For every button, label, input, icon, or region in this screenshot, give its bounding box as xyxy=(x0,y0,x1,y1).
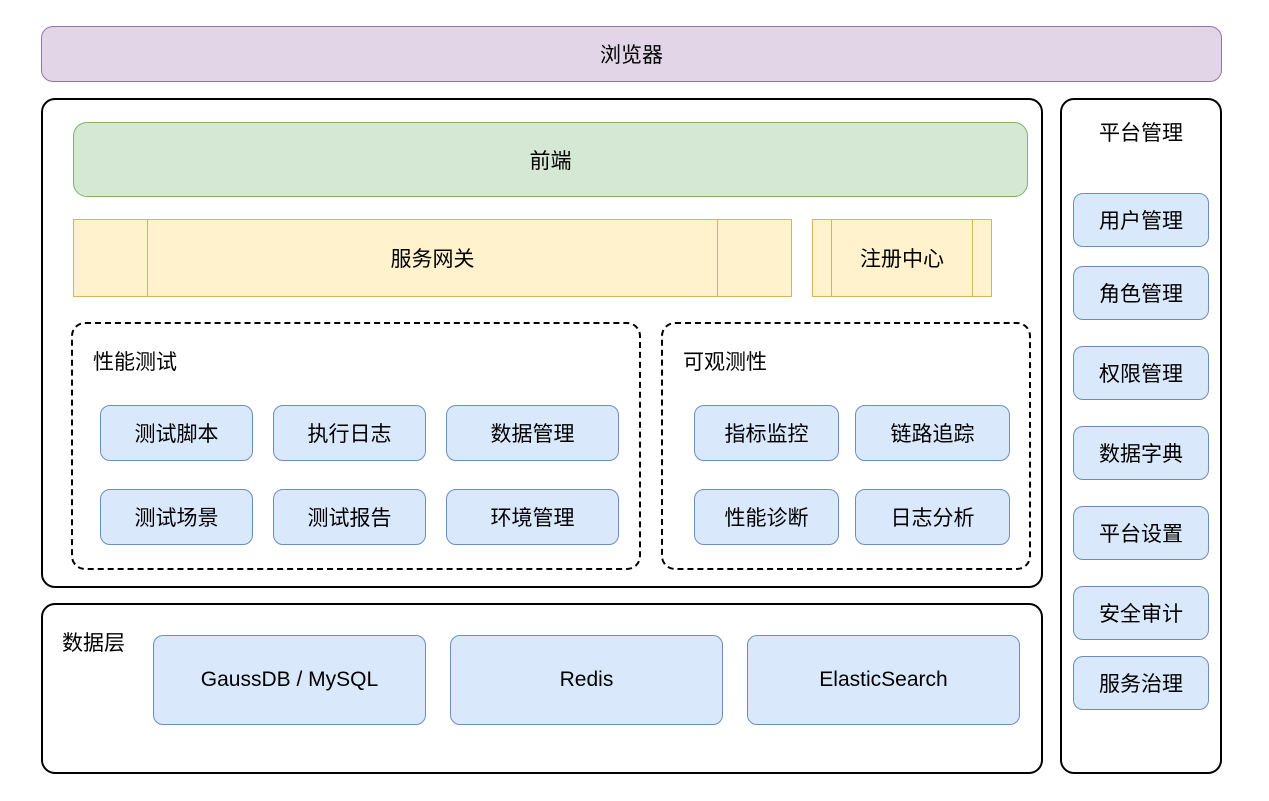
sidebar-item-data-dictionary[interactable]: 数据字典 xyxy=(1073,426,1209,480)
datastore-gaussdb-mysql[interactable]: GaussDB / MySQL xyxy=(153,635,426,725)
browser-label: 浏览器 xyxy=(600,44,663,67)
sidebar-item-label: 平台设置 xyxy=(1099,523,1183,546)
service-gateway-box[interactable]: 服务网关 xyxy=(73,219,792,297)
sidebar-item-label: 安全审计 xyxy=(1099,603,1183,626)
service-gateway-label: 服务网关 xyxy=(390,248,475,271)
frontend-label: 前端 xyxy=(529,149,572,173)
group-observability-title: 可观测性 xyxy=(683,351,767,374)
chip-label: 测试报告 xyxy=(307,507,392,530)
process-inset-line-right xyxy=(717,220,718,296)
sidebar-item-role-management[interactable]: 角色管理 xyxy=(1073,266,1209,320)
sidebar-item-user-management[interactable]: 用户管理 xyxy=(1073,193,1209,247)
registry-center-label: 注册中心 xyxy=(860,248,944,271)
datastore-label: Redis xyxy=(559,668,614,691)
datastore-label: GaussDB / MySQL xyxy=(200,668,379,691)
data-layer-label: 数据层 xyxy=(62,632,125,655)
chip-execution-log[interactable]: 执行日志 xyxy=(273,405,426,461)
chip-test-scenario[interactable]: 测试场景 xyxy=(100,489,253,545)
chip-test-report[interactable]: 测试报告 xyxy=(273,489,426,545)
chip-metric-monitoring[interactable]: 指标监控 xyxy=(694,405,839,461)
sidebar-item-security-audit[interactable]: 安全审计 xyxy=(1073,586,1209,640)
sidebar-item-label: 服务治理 xyxy=(1099,673,1183,696)
chip-log-analysis[interactable]: 日志分析 xyxy=(855,489,1010,545)
sidebar-item-label: 用户管理 xyxy=(1099,210,1183,233)
chip-label: 指标监控 xyxy=(724,423,809,446)
datastore-elasticsearch[interactable]: ElasticSearch xyxy=(747,635,1020,725)
chip-label: 执行日志 xyxy=(307,423,392,446)
chip-label: 日志分析 xyxy=(890,507,975,530)
frontend-box[interactable]: 前端 xyxy=(73,122,1028,197)
browser-bar[interactable]: 浏览器 xyxy=(41,26,1222,82)
chip-label: 性能诊断 xyxy=(724,507,809,530)
sidebar-item-label: 权限管理 xyxy=(1099,363,1183,386)
datastore-redis[interactable]: Redis xyxy=(450,635,723,725)
chip-environment-management[interactable]: 环境管理 xyxy=(446,489,619,545)
chip-performance-diagnosis[interactable]: 性能诊断 xyxy=(694,489,839,545)
chip-data-management[interactable]: 数据管理 xyxy=(446,405,619,461)
process-inset-line-left xyxy=(831,220,832,296)
chip-label: 测试场景 xyxy=(134,507,219,530)
process-inset-line-right xyxy=(972,220,973,296)
chip-label: 测试脚本 xyxy=(134,423,219,446)
registry-center-box[interactable]: 注册中心 xyxy=(812,219,992,297)
sidebar-item-label: 数据字典 xyxy=(1099,443,1183,466)
chip-test-script[interactable]: 测试脚本 xyxy=(100,405,253,461)
sidebar-item-platform-settings[interactable]: 平台设置 xyxy=(1073,506,1209,560)
sidebar-item-permission-management[interactable]: 权限管理 xyxy=(1073,346,1209,400)
chip-trace-tracking[interactable]: 链路追踪 xyxy=(855,405,1010,461)
group-performance-testing-title: 性能测试 xyxy=(93,351,177,374)
process-inset-line-left xyxy=(147,220,148,296)
chip-label: 环境管理 xyxy=(490,507,575,530)
platform-management-title: 平台管理 xyxy=(1099,122,1183,145)
chip-label: 数据管理 xyxy=(490,423,575,446)
datastore-label: ElasticSearch xyxy=(819,668,948,691)
chip-label: 链路追踪 xyxy=(890,423,975,446)
sidebar-item-label: 角色管理 xyxy=(1099,283,1183,306)
sidebar-item-service-governance[interactable]: 服务治理 xyxy=(1073,656,1209,710)
